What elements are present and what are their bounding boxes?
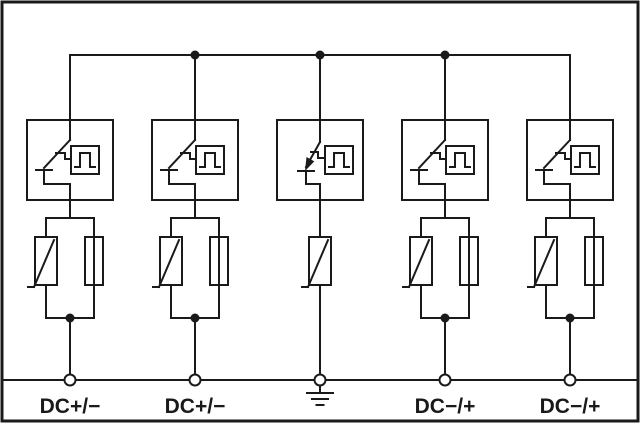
spd-branch-1 xyxy=(26,54,114,387)
terminal-circle xyxy=(313,373,327,387)
junction-dot xyxy=(315,50,325,60)
junction-dot xyxy=(190,50,200,60)
surge-pulse-indicator-icon xyxy=(324,145,354,175)
varistor-icon xyxy=(301,236,332,289)
terminal-label-1: DC+/− xyxy=(40,395,101,418)
terminal-label-2: DC+/− xyxy=(165,395,226,418)
trigger-disconnector-icon xyxy=(297,119,326,201)
earth-ground-icon xyxy=(306,384,334,406)
bus-junction-dots xyxy=(190,50,450,60)
spd-branch-2 xyxy=(151,54,239,387)
spd-branch-4 xyxy=(401,54,489,387)
junction-dot xyxy=(440,50,450,60)
terminal-label-5: DC−/+ xyxy=(540,395,601,418)
spd-branch-5 xyxy=(526,54,614,387)
terminal-labels: DC+/− DC+/− DC−/+ DC−/+ xyxy=(40,395,601,418)
spd-branch-3-ground-path xyxy=(276,54,364,387)
terminal-label-4: DC−/+ xyxy=(415,395,476,418)
